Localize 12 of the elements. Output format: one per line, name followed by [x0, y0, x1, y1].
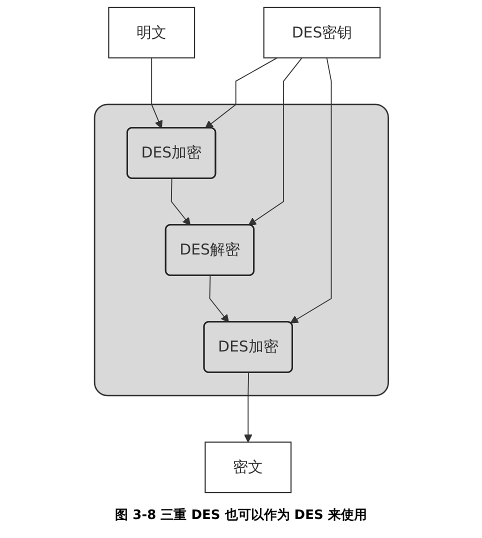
- arrow: [244, 372, 252, 443]
- node-box: DES密钥: [262, 6, 380, 58]
- arrow: [248, 57, 302, 226]
- caption: 图 3-8 三重 DES 也可以作为 DES 来使用: [115, 506, 367, 525]
- arrow: [150, 57, 162, 129]
- arrow: [208, 275, 229, 323]
- arrow: [204, 57, 278, 129]
- node-box: 明文: [108, 6, 195, 58]
- arrow: [170, 178, 190, 226]
- node-box: 密文: [204, 442, 292, 494]
- arrow: [290, 57, 332, 324]
- cluster: [93, 104, 389, 396]
